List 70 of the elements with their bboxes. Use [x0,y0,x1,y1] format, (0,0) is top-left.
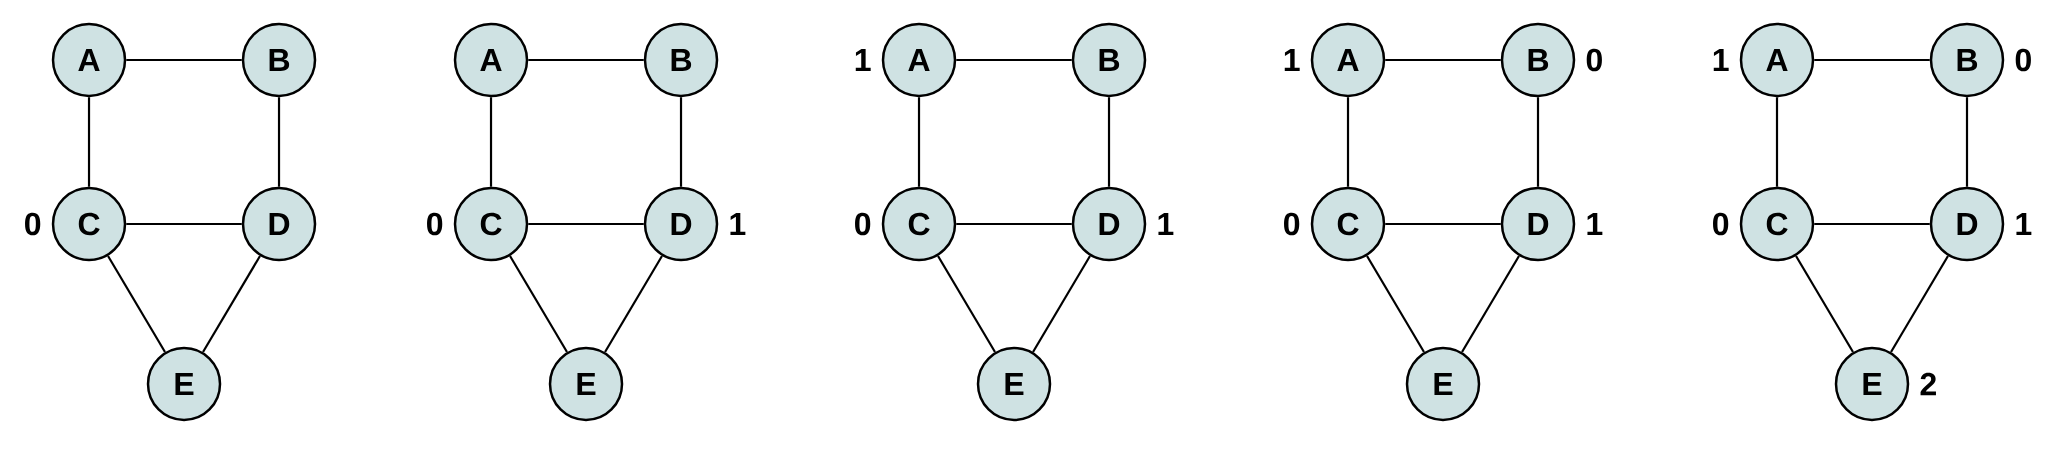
edge-line [1366,255,1425,353]
edge-line [202,255,261,353]
node-label: 1 [855,49,871,71]
edge-line [1890,255,1949,353]
node-label: 1 [1587,213,1603,235]
graph-node: E [1405,346,1481,422]
edge-line [1461,255,1520,353]
edge-line [956,58,1072,62]
graph-node: A [51,22,127,98]
edge-line [1814,58,1930,62]
edge-line [1107,97,1111,187]
edge-line [1814,222,1930,226]
edge-line [604,255,663,353]
node-label: 0 [855,212,871,236]
graph-node: A [1739,22,1815,98]
node-label: 0 [25,212,41,236]
edge-line [1346,97,1350,187]
graph-node: C [1310,186,1386,262]
graph-node: A [1310,22,1386,98]
node-label: 1 [2016,213,2032,235]
edge-line [1032,255,1091,353]
edge-line [679,97,683,187]
edge-line [528,58,644,62]
edge-line [1795,255,1854,353]
graph-node: B [241,22,317,98]
edge-line [107,255,166,353]
node-label: 2 [1920,372,1936,396]
node-label: 0 [2015,48,2031,72]
graph-node: C [453,186,529,262]
node-label: 0 [1713,212,1729,236]
edge-line [1965,97,1969,187]
node-label: 1 [1158,213,1174,235]
edge-line [937,255,996,353]
graph-node: A [453,22,529,98]
edge-line [1385,58,1501,62]
edge-line [126,58,242,62]
graph-node: B [1500,22,1576,98]
edge-line [126,222,242,226]
graph-node: D [1929,186,2005,262]
node-label: 1 [1284,49,1300,71]
graph-node: D [241,186,317,262]
node-label: 1 [1713,49,1729,71]
edge-line [1385,222,1501,226]
node-label: 0 [1284,212,1300,236]
graph-node: A [881,22,957,98]
edge-line [87,97,91,187]
edge-line [489,97,493,187]
node-label: 0 [427,212,443,236]
graph-node: B [1071,22,1147,98]
edge-line [528,222,644,226]
graph-node: D [643,186,719,262]
edge-line [917,97,921,187]
graph-node: E [146,346,222,422]
node-label: 0 [1586,48,1602,72]
edge-line [1775,97,1779,187]
edge-line [956,222,1072,226]
edge-line [509,255,568,353]
graph-node: C [51,186,127,262]
edge-line [277,97,281,187]
edge-line [1536,97,1540,187]
node-label: 1 [730,213,746,235]
graph-node: E [548,346,624,422]
graph-node: B [1929,22,2005,98]
graph-node: C [881,186,957,262]
graph-node: B [643,22,719,98]
graph-node: D [1500,186,1576,262]
graph-node: D [1071,186,1147,262]
graph-node: E [976,346,1052,422]
graph-node: E [1834,346,1910,422]
graph-node: C [1739,186,1815,262]
